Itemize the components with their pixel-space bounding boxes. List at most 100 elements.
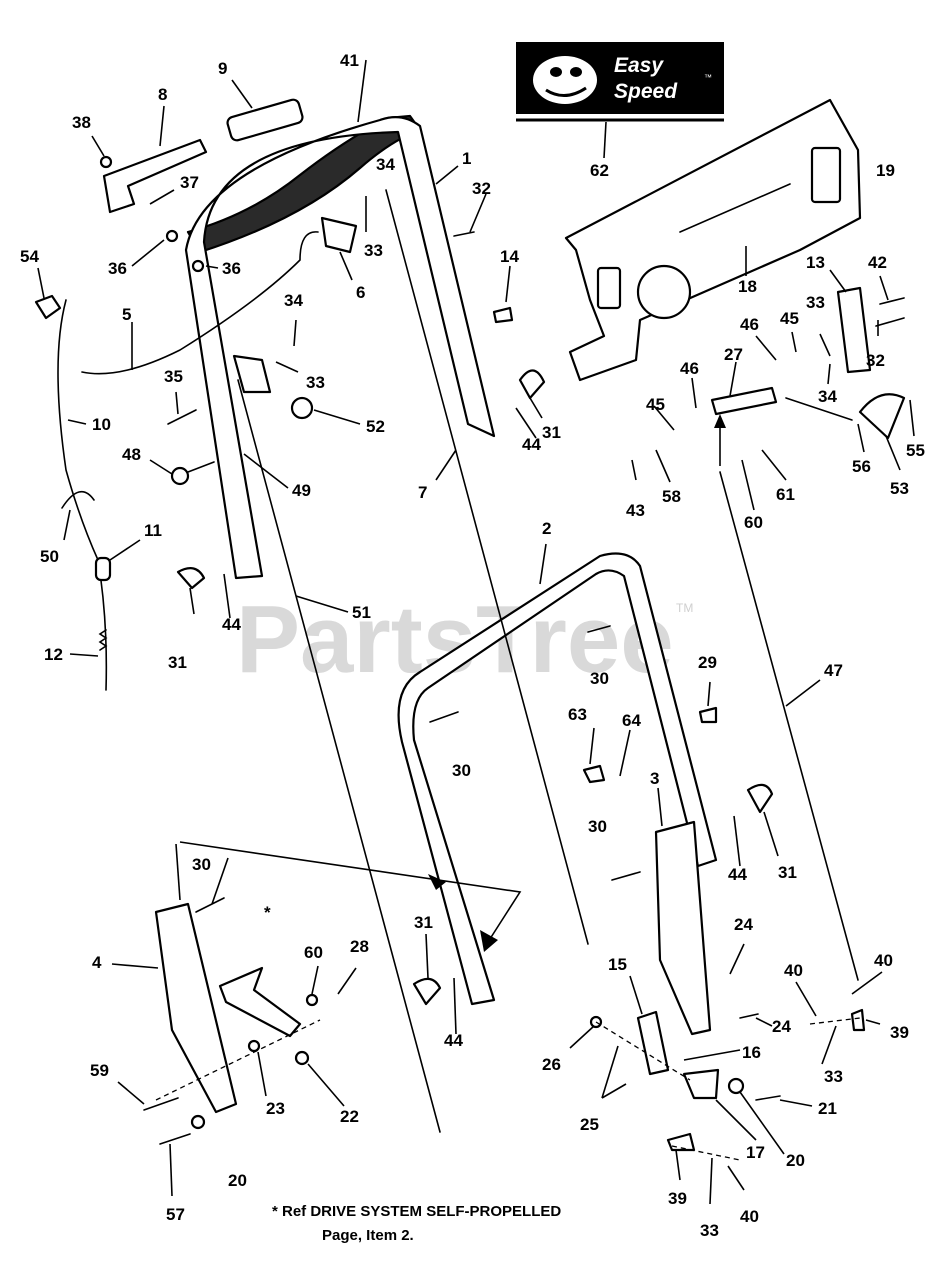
callout-62: 62 bbox=[590, 161, 609, 180]
washer-20b bbox=[190, 1114, 206, 1130]
callout-46a: 46 bbox=[740, 315, 759, 334]
callout-60a: 60 bbox=[304, 943, 323, 962]
callout-11: 11 bbox=[144, 521, 162, 540]
callout-31d: 31 bbox=[414, 913, 433, 932]
callout-2: 2 bbox=[542, 519, 551, 538]
bracket-13 bbox=[836, 286, 872, 374]
callout-13: 13 bbox=[806, 253, 825, 272]
badge-trademark: ™ bbox=[704, 73, 712, 82]
cable-10 bbox=[57, 299, 108, 691]
callout-45b: 45 bbox=[780, 309, 799, 328]
footnote-line1: * Ref DRIVE SYSTEM SELF-PROPELLED bbox=[272, 1203, 562, 1220]
callout-7: 7 bbox=[418, 483, 427, 502]
footnote: * Ref DRIVE SYSTEM SELF-PROPELLED Page, … bbox=[272, 1200, 692, 1248]
callout-44a: 44 bbox=[222, 615, 241, 634]
callout-3: 3 bbox=[650, 769, 659, 788]
callout-31b: 31 bbox=[542, 423, 561, 442]
washer-60 bbox=[305, 993, 319, 1007]
callout-36a: 36 bbox=[108, 259, 127, 278]
clip-50 bbox=[61, 490, 95, 509]
watermark: PartsTree bbox=[236, 586, 674, 693]
bolt-30a bbox=[195, 897, 225, 913]
callout-20b: 20 bbox=[786, 1151, 805, 1170]
guide-52 bbox=[290, 396, 314, 420]
callout-40c: 40 bbox=[740, 1207, 759, 1226]
bolt-59 bbox=[143, 1097, 179, 1111]
callout-63: 63 bbox=[568, 705, 587, 724]
callout-35: 35 bbox=[164, 367, 183, 386]
callout-36b: 36 bbox=[222, 259, 241, 278]
rod-47 bbox=[719, 471, 859, 981]
assembly-line-right bbox=[595, 1021, 691, 1081]
cover-53 bbox=[858, 393, 906, 440]
bolt-30d bbox=[611, 871, 641, 881]
callout-33d: 33 bbox=[824, 1067, 843, 1086]
plate-17 bbox=[682, 1068, 720, 1100]
knob-31c bbox=[746, 783, 774, 814]
callout-31c: 31 bbox=[778, 863, 797, 882]
footnote-line2: Page, Item 2. bbox=[322, 1227, 414, 1244]
callout-10: 10 bbox=[92, 415, 111, 434]
callout-44b: 44 bbox=[522, 435, 541, 454]
callout-labels: 1 2 3 4 5 6 7 8 9 10 11 12 13 14 15 16 1… bbox=[20, 51, 925, 1240]
bolt-21 bbox=[755, 1095, 781, 1101]
callout-9: 9 bbox=[218, 59, 227, 78]
callout-34b: 34 bbox=[284, 291, 303, 310]
callout-39a: 39 bbox=[890, 1023, 909, 1042]
callout-64: 64 bbox=[622, 711, 641, 730]
callout-59: 59 bbox=[90, 1061, 109, 1080]
ref-arrowhead2-icon bbox=[428, 874, 446, 890]
callout-39b: 39 bbox=[668, 1189, 687, 1208]
callout-46b: 46 bbox=[680, 359, 699, 378]
callout-4: 4 bbox=[92, 953, 102, 972]
callout-43: 43 bbox=[626, 501, 645, 520]
callout-56: 56 bbox=[852, 457, 871, 476]
callout-50: 50 bbox=[40, 547, 59, 566]
callout-18: 18 bbox=[738, 277, 757, 296]
callout-33e: 33 bbox=[700, 1221, 719, 1240]
callout-54: 54 bbox=[20, 247, 39, 266]
callout-33b: 33 bbox=[306, 373, 325, 392]
bolt-57 bbox=[159, 1133, 191, 1145]
callout-5: 5 bbox=[122, 305, 131, 324]
clip-14 bbox=[492, 306, 514, 324]
callout-23: 23 bbox=[266, 1099, 285, 1118]
lever-8 bbox=[102, 138, 208, 214]
bracket-star bbox=[218, 966, 302, 1038]
badge-line1: Easy bbox=[614, 54, 664, 77]
callout-14: 14 bbox=[500, 247, 519, 266]
callout-33a: 33 bbox=[364, 241, 383, 260]
callout-51: 51 bbox=[352, 603, 371, 622]
callout-30a: 30 bbox=[192, 855, 211, 874]
clip-39b bbox=[850, 1008, 866, 1032]
clip-29 bbox=[698, 706, 718, 724]
callout-6: 6 bbox=[356, 283, 365, 302]
callout-33c: 33 bbox=[806, 293, 825, 312]
callout-42: 42 bbox=[868, 253, 887, 272]
callout-57: 57 bbox=[166, 1205, 185, 1224]
callout-29: 29 bbox=[698, 653, 717, 672]
callout-48: 48 bbox=[122, 445, 141, 464]
bolt-30c bbox=[587, 625, 611, 633]
bolt-24 bbox=[739, 1013, 759, 1019]
ref-arrow-path bbox=[179, 841, 522, 943]
spring-12 bbox=[98, 629, 108, 651]
upper-handle bbox=[184, 115, 496, 580]
callout-47: 47 bbox=[824, 661, 843, 680]
callout-30b: 30 bbox=[452, 761, 471, 780]
callout-15: 15 bbox=[608, 955, 627, 974]
badge-line2: Speed bbox=[614, 80, 678, 103]
callout-32b: 32 bbox=[866, 351, 885, 370]
callout-31a: 31 bbox=[168, 653, 187, 672]
cable-51 bbox=[237, 379, 441, 1133]
spacer-22 bbox=[294, 1050, 310, 1066]
callout-12: 12 bbox=[44, 645, 63, 664]
callout-38: 38 bbox=[72, 113, 91, 132]
callout-17: 17 bbox=[746, 1143, 765, 1162]
callout-19: 19 bbox=[876, 161, 895, 180]
callout-58: 58 bbox=[662, 487, 681, 506]
bracket-3 bbox=[654, 820, 712, 1036]
eyebolt-48 bbox=[170, 466, 190, 486]
control-rod-7 bbox=[385, 189, 589, 945]
